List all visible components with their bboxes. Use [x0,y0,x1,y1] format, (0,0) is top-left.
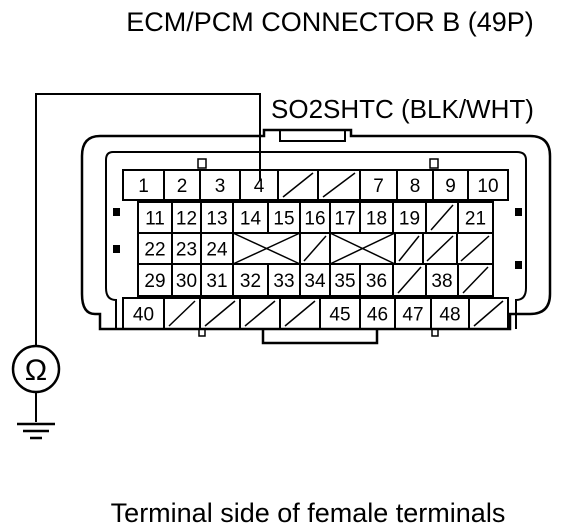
terminal-pin: 3 [215,176,226,197]
terminal-pin: 10 [477,176,498,197]
ohmmeter-icon: Ω [11,344,61,394]
terminal-empty-crossed [329,232,396,265]
terminal-pin: 31 [206,271,227,292]
terminal-empty-crossed [232,232,301,265]
terminal-pin: 8 [410,176,421,197]
terminal-pin: 30 [176,271,197,292]
terminal-pin: 12 [176,209,197,230]
terminal-empty [462,266,489,294]
terminal-row: 1 2 3 4 7 8 9 10 [122,169,509,201]
terminal-pin: 19 [399,209,420,230]
terminal-row: 40 45 46 47 48 [122,297,509,330]
terminal-pin: 24 [206,240,228,261]
terminal-pin: 14 [240,209,262,230]
terminal-empty [460,235,490,262]
ohm-symbol: Ω [25,354,47,387]
ground-icon [17,422,55,440]
connector-housing [80,128,552,345]
terminal-pin: 32 [240,271,261,292]
terminal-pin: 40 [133,305,154,326]
terminal-pin: 18 [366,209,387,230]
terminal-empty [284,300,316,327]
probe-wire [35,93,261,346]
terminal-row-frame [122,169,509,201]
terminal-pin: 11 [145,209,165,230]
terminal-pin: 15 [273,209,294,230]
wire-label: SO2SHTC (BLK/WHT) [271,94,534,124]
terminal-empty [398,235,420,262]
terminal-row: 22 23 24 [137,232,494,265]
terminal-pin: 29 [144,271,165,292]
terminal-pin: 7 [373,176,384,197]
terminal-pin: 22 [144,240,165,261]
terminal-row-frame [137,263,494,297]
terminal-pin: 2 [177,176,188,197]
terminal-pin: 45 [329,305,350,326]
terminal-empty [397,266,422,294]
caption: Terminal side of female terminals [111,498,506,528]
terminal-pin: 46 [367,305,388,326]
terminal-empty [426,235,454,262]
terminal-row: 29 30 31 32 33 34 35 36 38 [137,263,494,297]
terminal-pin: 38 [431,271,452,292]
terminal-pin-probed: 4 [254,176,265,197]
terminal-empty [303,235,327,262]
terminal-pin: 23 [176,240,197,261]
terminal-empty [430,204,454,231]
terminal-pin: 33 [273,271,294,292]
terminal-pin: 16 [304,209,325,230]
terminal-pin: 9 [445,176,456,197]
terminal-row-frame [122,297,509,330]
side-markers [113,208,522,269]
terminal-empty [322,172,356,198]
terminal-empty [204,300,236,327]
terminal-empty [473,300,504,327]
diagram-title: ECM/PCM CONNECTOR B (49P) [126,7,534,37]
terminal-pin: 21 [465,209,486,230]
terminal-pin: 13 [206,209,227,230]
terminal-pin: 1 [138,176,149,197]
terminal-empty [244,300,276,327]
terminal-empty [282,172,314,198]
terminal-pin: 48 [439,305,460,326]
terminal-pin: 36 [366,271,387,292]
terminal-pin: 17 [334,209,355,230]
terminal-pin: 35 [334,271,355,292]
terminal-row: 11 12 13 14 15 16 17 18 19 21 [137,201,494,234]
terminal-pin: 34 [304,271,326,292]
terminal-empty [168,300,196,327]
terminal-pin: 47 [402,305,423,326]
